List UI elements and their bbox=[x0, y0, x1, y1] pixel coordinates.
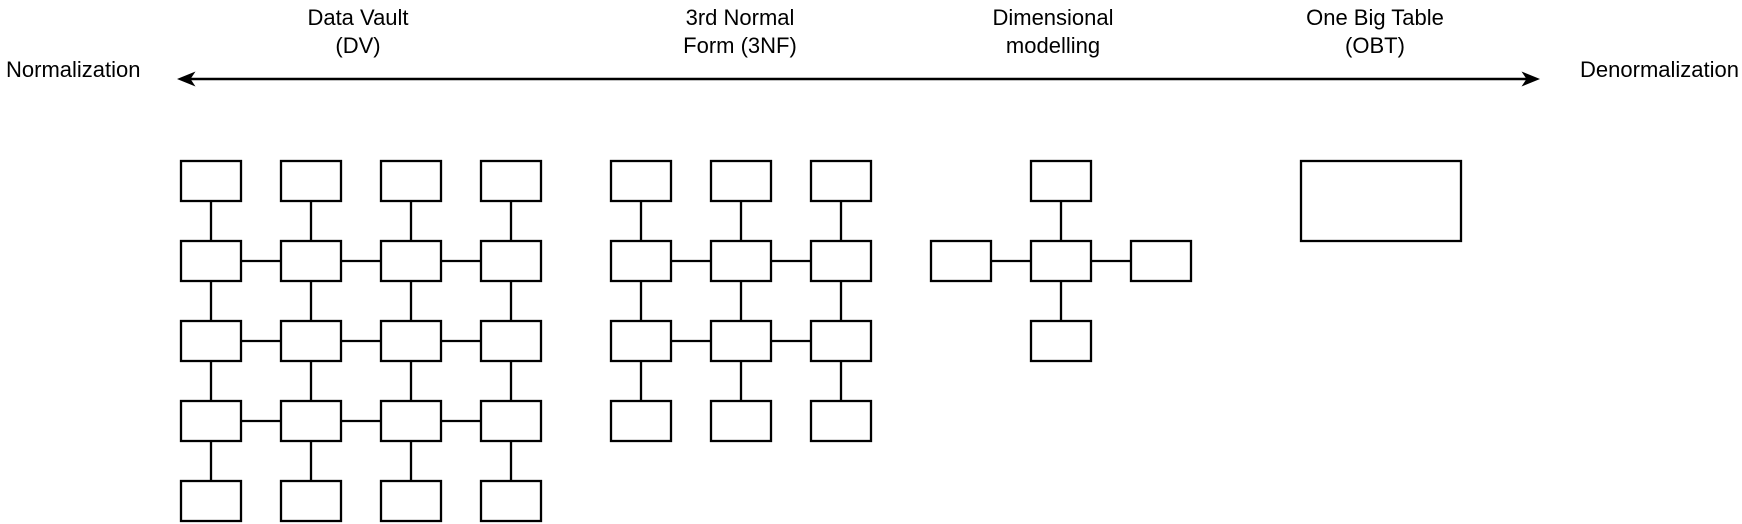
dimensional-modelling-fact-box bbox=[1029, 239, 1093, 283]
group-label-dimensional-modelling: Dimensional modelling bbox=[992, 4, 1113, 60]
third-normal-form-entity-box bbox=[709, 399, 773, 443]
data-vault-entity-box bbox=[379, 239, 443, 283]
data-vault-entity-box bbox=[379, 479, 443, 523]
data-vault-entity-box bbox=[279, 479, 343, 523]
data-vault-entity-box bbox=[379, 159, 443, 203]
group-label-third-normal-form: 3rd Normal Form (3NF) bbox=[683, 4, 797, 60]
data-vault-entity-box bbox=[279, 239, 343, 283]
data-vault-entity-box bbox=[479, 239, 543, 283]
dimensional-modelling-dimension-box bbox=[1029, 319, 1093, 363]
group-label-data-vault: Data Vault (DV) bbox=[307, 4, 408, 60]
third-normal-form-entity-box bbox=[709, 159, 773, 203]
data-vault-entity-box bbox=[279, 319, 343, 363]
dimensional-modelling-dimension-box bbox=[1029, 159, 1093, 203]
group-label-line1: Dimensional bbox=[992, 5, 1114, 30]
group-label-line1: Data Vault bbox=[307, 5, 409, 30]
group-label-line1: One Big Table bbox=[1306, 5, 1444, 30]
third-normal-form-entity-box bbox=[709, 239, 773, 283]
data-vault-entity-box bbox=[379, 399, 443, 443]
group-label-line2: (DV) bbox=[335, 33, 381, 58]
data-vault-entity-box bbox=[479, 479, 543, 523]
data-vault-entity-box bbox=[179, 239, 243, 283]
dimensional-modelling-dimension-box bbox=[929, 239, 993, 283]
group-label-line1: 3rd Normal bbox=[685, 5, 795, 30]
group-label-line2: (OBT) bbox=[1345, 33, 1405, 58]
third-normal-form-entity-box bbox=[809, 239, 873, 283]
third-normal-form-entity-box bbox=[609, 159, 673, 203]
data-vault-entity-box bbox=[379, 319, 443, 363]
spectrum-arrowhead-left bbox=[177, 71, 196, 87]
data-vault-entity-box bbox=[179, 319, 243, 363]
third-normal-form-entity-box bbox=[709, 319, 773, 363]
data-vault-entity-box bbox=[179, 399, 243, 443]
data-vault-entity-box bbox=[479, 159, 543, 203]
axis-label-normalization: Normalization bbox=[6, 57, 141, 82]
data-vault-entity-box bbox=[179, 479, 243, 523]
third-normal-form-entity-box bbox=[809, 159, 873, 203]
third-normal-form-entity-box bbox=[609, 319, 673, 363]
spectrum-arrowhead-right bbox=[1521, 71, 1540, 87]
third-normal-form-entity-box bbox=[809, 399, 873, 443]
data-vault-entity-box bbox=[279, 399, 343, 443]
third-normal-form-entity-box bbox=[609, 239, 673, 283]
data-vault-entity-box bbox=[479, 319, 543, 363]
axis-label-denormalization: Denormalization bbox=[1580, 57, 1739, 82]
third-normal-form-entity-box bbox=[809, 319, 873, 363]
dimensional-modelling-dimension-box bbox=[1129, 239, 1193, 283]
group-label-one-big-table: One Big Table (OBT) bbox=[1306, 4, 1444, 60]
data-vault-entity-box bbox=[279, 159, 343, 203]
group-label-line2: Form (3NF) bbox=[683, 33, 797, 58]
data-vault-entity-box bbox=[479, 399, 543, 443]
group-label-line2: modelling bbox=[1005, 33, 1101, 58]
data-vault-entity-box bbox=[179, 159, 243, 203]
third-normal-form-entity-box bbox=[609, 399, 673, 443]
one-big-table-table-box bbox=[1299, 159, 1463, 243]
